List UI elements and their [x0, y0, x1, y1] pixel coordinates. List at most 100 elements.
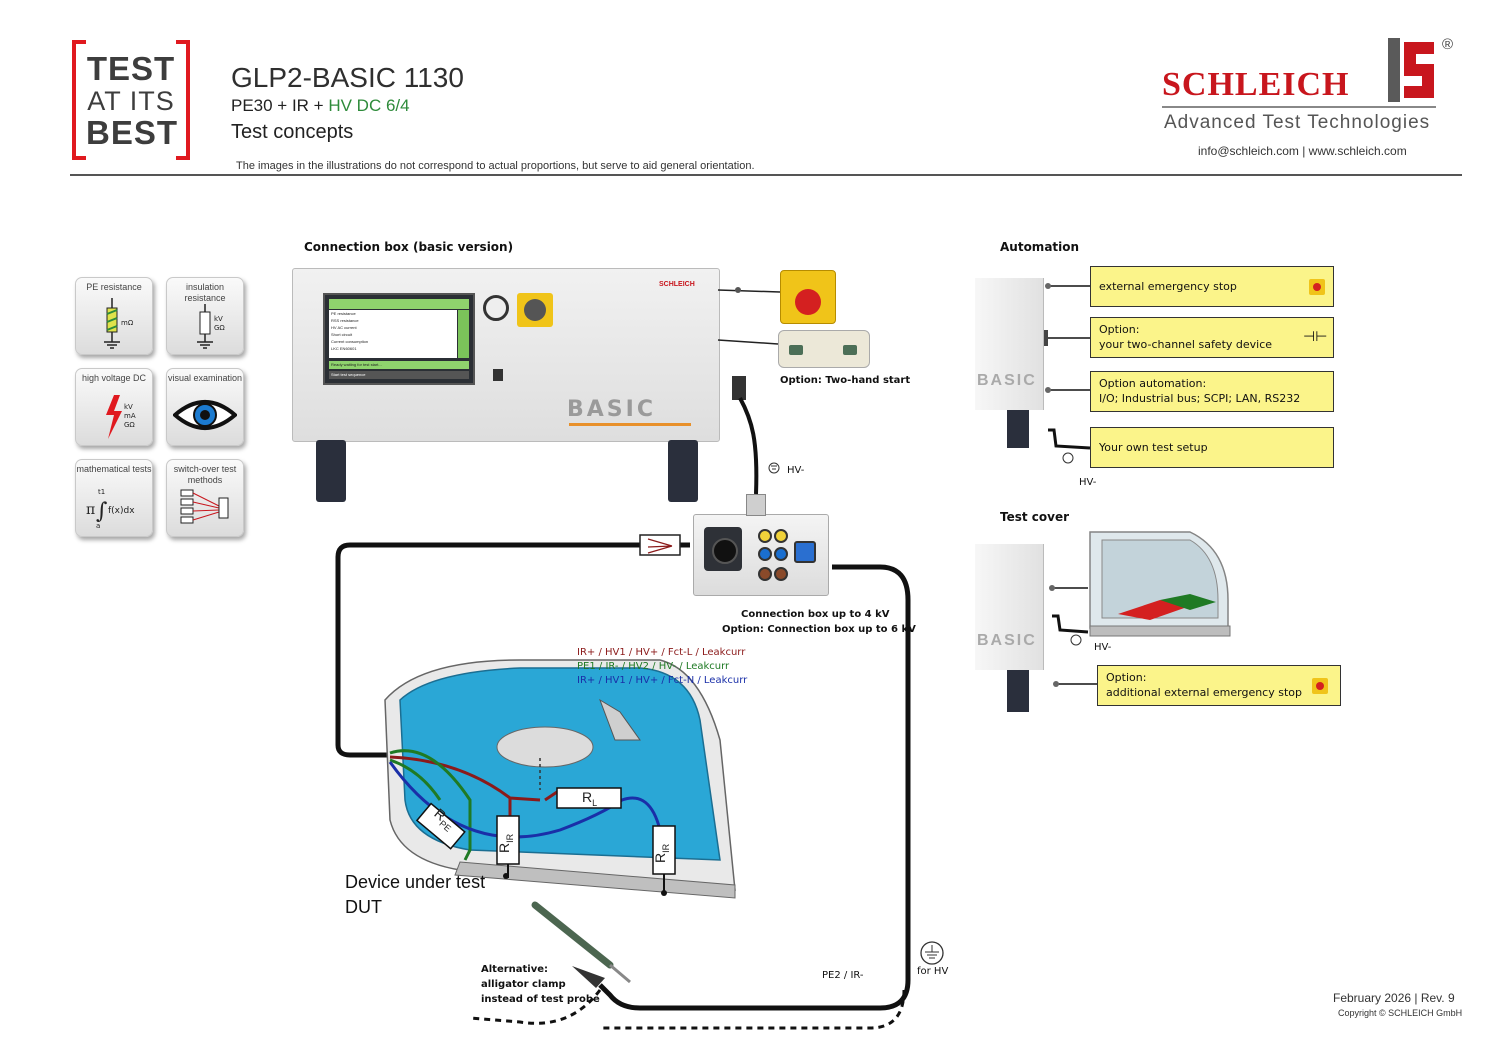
- brand-logo-icon: [1388, 38, 1434, 102]
- gohm-symbol: GΩ: [124, 421, 135, 429]
- rotary-knob[interactable]: [483, 295, 509, 321]
- screen-row: RSS resistance: [331, 318, 359, 323]
- pe2-label: PE2 / IR-: [822, 970, 864, 981]
- integral-icon: t1 π ∫ f(x)dx a: [86, 488, 135, 530]
- two-hand-start-device: [778, 330, 870, 368]
- for-hv-label: for HV: [917, 966, 949, 977]
- rir-subscript: IR: [504, 833, 515, 843]
- touch-screen[interactable]: PE resistance RSS resistance HV AC curre…: [323, 293, 475, 385]
- kv-symbol: kV: [214, 315, 223, 323]
- test-cover-title: Test cover: [1000, 510, 1070, 524]
- callout-additional-emergency-stop: Option: additional external emergency st…: [1097, 665, 1341, 706]
- alt-line-3: instead of test probe: [481, 994, 600, 1005]
- resistor-rir-1: RIR: [496, 834, 515, 853]
- callout-external-emergency-stop: external emergency stop: [1090, 266, 1334, 307]
- usb-port-icon: [493, 369, 503, 381]
- automation-title: Automation: [1000, 240, 1080, 254]
- brand-tagline: Advanced Test Technologies: [1164, 112, 1431, 133]
- safety-contact-icon: ⊣⊢: [1303, 329, 1328, 345]
- test-cover-illustration: [1049, 531, 1231, 687]
- a-symbol: a: [96, 522, 100, 530]
- tile-label: switch-over test methods: [173, 464, 237, 485]
- page-title: GLP2-BASIC 1130: [231, 62, 464, 93]
- emergency-stop-icon: [1309, 279, 1325, 295]
- device-side-brand: BASIC: [977, 632, 1037, 649]
- alt-line-1: Alternative:: [481, 964, 549, 975]
- callout-line: additional external emergency stop: [1106, 686, 1302, 699]
- ma-symbol: mA: [124, 412, 136, 420]
- test-cover-device-foot: [1007, 670, 1029, 712]
- tile-label: insulation resistance: [184, 282, 226, 303]
- rir-letter: R: [496, 842, 513, 853]
- wire-legend: IR+ / HV1 / HV+ / Fct-L / Leakcurr PE1 /…: [577, 646, 747, 688]
- emergency-stop-button[interactable]: [517, 293, 553, 327]
- tile-high-voltage: high voltage DC kV mA GΩ: [75, 368, 153, 446]
- screen-side-bar: [458, 310, 469, 358]
- brand-name: SCHLEICH: [1162, 66, 1350, 103]
- page-heading-concepts: Test concepts: [231, 121, 354, 143]
- registered-mark: ®: [1442, 36, 1454, 53]
- two-hand-start-label: Option: Two-hand start: [780, 375, 911, 386]
- logo-line-2: AT ITS: [87, 86, 175, 116]
- tile-insulation-resistance: insulation resistance kV GΩ: [166, 277, 244, 355]
- subtitle-hv: HV DC 6/4: [328, 96, 410, 115]
- automation-device-side: BASIC: [975, 278, 1044, 410]
- tile-label: mathematical tests: [76, 464, 152, 474]
- test-cover-device-side: BASIC: [975, 544, 1044, 670]
- header-divider: [70, 174, 1462, 176]
- legend-item: IR+ / HV1 / HV+ / Fct-L / Leakcurr: [577, 647, 746, 658]
- rl-subscript: L: [592, 797, 598, 808]
- rl-letter: R: [582, 789, 593, 805]
- kv-symbol: kV: [124, 403, 133, 411]
- callout-line: your two-channel safety device: [1099, 338, 1273, 351]
- hv-minus-label: HV-: [787, 465, 805, 476]
- page-subtitle: PE30 + IR + HV DC 6/4: [231, 96, 410, 116]
- device-brand-badge: SCHLEICH: [659, 281, 695, 288]
- logo-line-1: TEST: [86, 50, 176, 87]
- eye-icon: [173, 400, 237, 430]
- device-foot-left: [316, 440, 346, 502]
- dut-label-line2: DUT: [345, 897, 382, 917]
- callout-line: Option automation:: [1099, 377, 1207, 390]
- gohm-symbol: GΩ: [214, 324, 225, 332]
- resistor-rl: RL: [582, 789, 597, 808]
- copyright: Copyright © SCHLEICH GmbH: [1338, 1008, 1463, 1018]
- callout-safety-device: Option: your two-channel safety device ⊣…: [1090, 317, 1334, 358]
- tile-label: visual examination: [167, 373, 243, 383]
- device-foot-right: [668, 440, 698, 502]
- insulation-resistance-icon: kV GΩ: [197, 304, 225, 349]
- device-side-brand: BASIC: [977, 372, 1037, 389]
- tile-mathematical-tests: mathematical tests t1 π ∫ f(x)dx a: [75, 459, 153, 537]
- screen-row: PE resistance: [331, 311, 356, 316]
- alternative-note: Alternative: alligator clamp instead of …: [481, 962, 600, 1007]
- socket-outlet: [704, 527, 742, 571]
- screen-row: HV AC current: [331, 325, 357, 330]
- tile-pe-resistance: PE resistance mΩ: [75, 277, 153, 355]
- legend-item: IR+ / HV1 / HV+ / Fct-N / Leakcurr: [577, 675, 748, 686]
- automation-hv-minus: HV-: [1079, 477, 1097, 488]
- fx-symbol: f(x)dx: [108, 506, 135, 516]
- t1-symbol: t1: [98, 488, 105, 496]
- connection-box-label: Connection box (basic version): [304, 240, 514, 254]
- screen-row: LKC EN60601: [331, 346, 357, 351]
- device-accent-stripe: [569, 423, 691, 426]
- tile-visual-examination: visual examination: [166, 368, 244, 446]
- dut-label-line1: Device under test: [345, 872, 486, 892]
- emergency-stop-icon: [1312, 678, 1328, 694]
- screen-row: Short circuit: [331, 332, 353, 337]
- cable-gland: [746, 494, 766, 516]
- screen-table: PE resistance RSS resistance HV AC curre…: [329, 310, 457, 358]
- brand-rule: [1162, 106, 1436, 108]
- svg-text:∫: ∫: [96, 499, 108, 524]
- callout-line: external emergency stop: [1099, 280, 1237, 293]
- test-cover-hv-minus: HV-: [1094, 642, 1112, 653]
- callout-line: Option:: [1099, 323, 1140, 336]
- contact-line: info@schleich.com | www.schleich.com: [1198, 144, 1407, 158]
- connbox-caption-1: Connection box up to 4 kV: [741, 609, 890, 620]
- screen-footer: Start test sequence: [329, 371, 469, 379]
- revision-date: February 2026 | Rev. 9: [1333, 991, 1455, 1005]
- screen-toolbar: [329, 299, 469, 309]
- callout-automation-option: Option automation: I/O; Industrial bus; …: [1090, 371, 1334, 412]
- callout-own-test-setup: Your own test setup: [1090, 427, 1334, 468]
